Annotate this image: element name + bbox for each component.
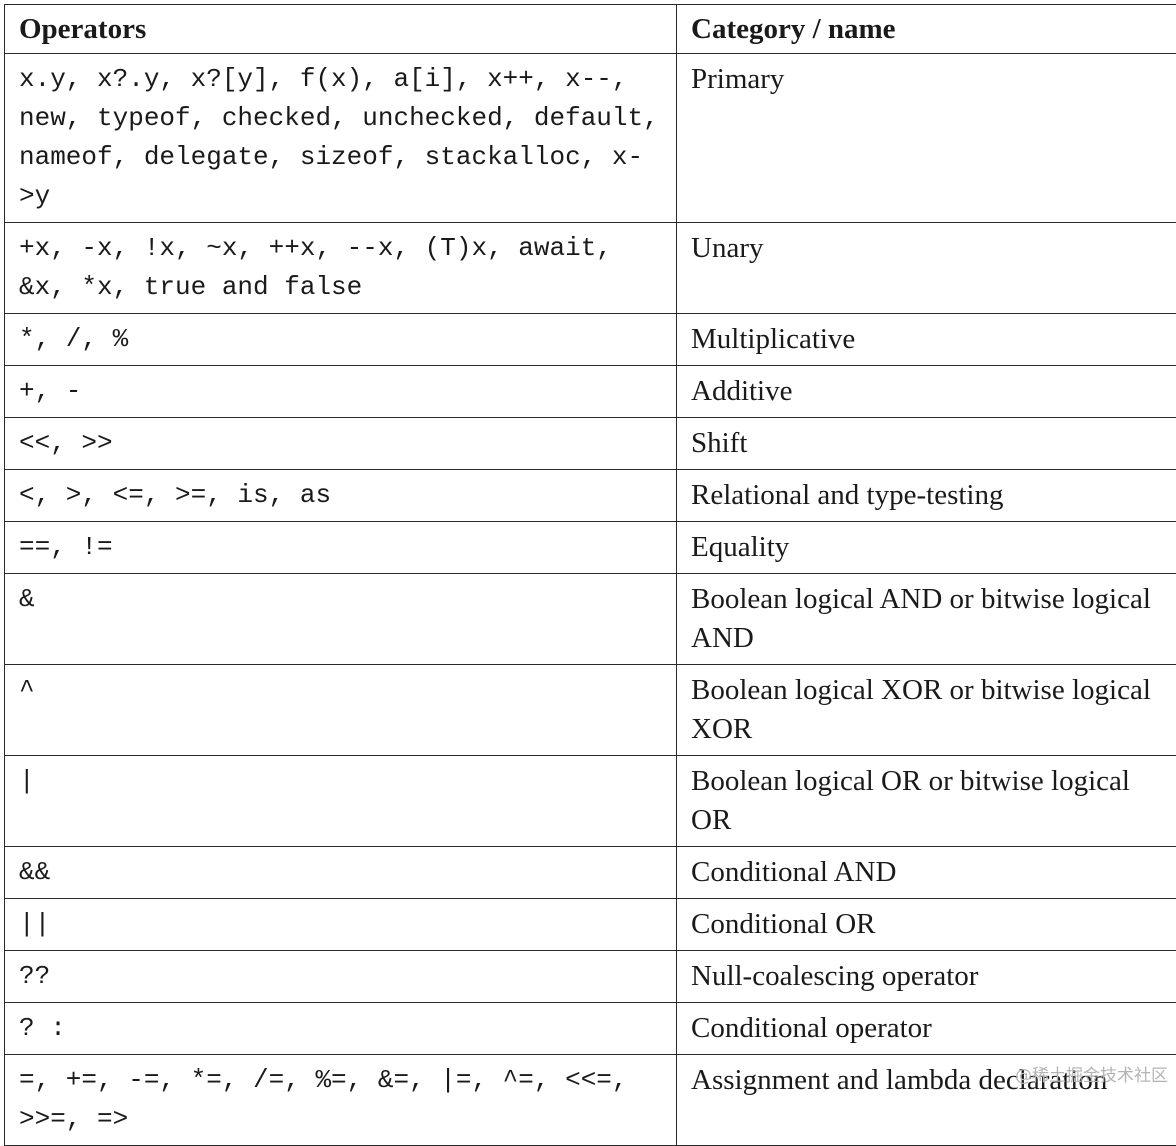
- operators-cell: *, /, %: [5, 314, 677, 366]
- header-row: Operators Category / name: [5, 5, 1176, 54]
- operators-cell: +, -: [5, 366, 677, 418]
- category-cell: Multiplicative: [677, 314, 1176, 366]
- category-cell: Boolean logical AND or bitwise logical A…: [677, 574, 1176, 665]
- category-cell: Shift: [677, 418, 1176, 470]
- table-row: && Conditional AND: [5, 847, 1176, 899]
- category-cell: Primary: [677, 54, 1176, 223]
- category-cell: Conditional OR: [677, 899, 1176, 951]
- category-cell: Conditional AND: [677, 847, 1176, 899]
- category-cell: Null-coalescing operator: [677, 951, 1176, 1003]
- operators-cell: x.y, x?.y, x?[y], f(x), a[i], x++, x--, …: [5, 54, 677, 223]
- category-cell: Additive: [677, 366, 1176, 418]
- operators-cell: =, +=, -=, *=, /=, %=, &=, |=, ^=, <<=, …: [5, 1055, 677, 1146]
- operators-cell: &: [5, 574, 677, 665]
- operators-cell: <<, >>: [5, 418, 677, 470]
- table-row: +x, -x, !x, ~x, ++x, --x, (T)x, await, &…: [5, 223, 1176, 314]
- operators-cell: ??: [5, 951, 677, 1003]
- header-category: Category / name: [677, 5, 1176, 54]
- table-row: ?? Null-coalescing operator: [5, 951, 1176, 1003]
- category-cell: Conditional operator: [677, 1003, 1176, 1055]
- category-cell: Unary: [677, 223, 1176, 314]
- table-row: <, >, <=, >=, is, as Relational and type…: [5, 470, 1176, 522]
- table-row: | Boolean logical OR or bitwise logical …: [5, 756, 1176, 847]
- watermark: @稀土掘金技术社区: [1015, 1061, 1168, 1086]
- table-row: || Conditional OR: [5, 899, 1176, 951]
- table-row: ? : Conditional operator: [5, 1003, 1176, 1055]
- operators-cell: ||: [5, 899, 677, 951]
- table-row: x.y, x?.y, x?[y], f(x), a[i], x++, x--, …: [5, 54, 1176, 223]
- header-operators: Operators: [5, 5, 677, 54]
- table-row: ^ Boolean logical XOR or bitwise logical…: [5, 665, 1176, 756]
- operators-cell: &&: [5, 847, 677, 899]
- operators-cell: <, >, <=, >=, is, as: [5, 470, 677, 522]
- table-row: =, +=, -=, *=, /=, %=, &=, |=, ^=, <<=, …: [5, 1055, 1176, 1146]
- category-cell: Boolean logical XOR or bitwise logical X…: [677, 665, 1176, 756]
- category-cell: Relational and type-testing: [677, 470, 1176, 522]
- operators-cell: ^: [5, 665, 677, 756]
- operators-cell: ==, !=: [5, 522, 677, 574]
- table-row: *, /, % Multiplicative: [5, 314, 1176, 366]
- operators-cell: +x, -x, !x, ~x, ++x, --x, (T)x, await, &…: [5, 223, 677, 314]
- category-cell: Equality: [677, 522, 1176, 574]
- table-row: & Boolean logical AND or bitwise logical…: [5, 574, 1176, 665]
- operators-cell: |: [5, 756, 677, 847]
- table-row: +, - Additive: [5, 366, 1176, 418]
- operators-cell: ? :: [5, 1003, 677, 1055]
- category-cell: Boolean logical OR or bitwise logical OR: [677, 756, 1176, 847]
- table-row: <<, >> Shift: [5, 418, 1176, 470]
- table-row: ==, != Equality: [5, 522, 1176, 574]
- operators-table: Operators Category / name x.y, x?.y, x?[…: [4, 4, 1176, 1146]
